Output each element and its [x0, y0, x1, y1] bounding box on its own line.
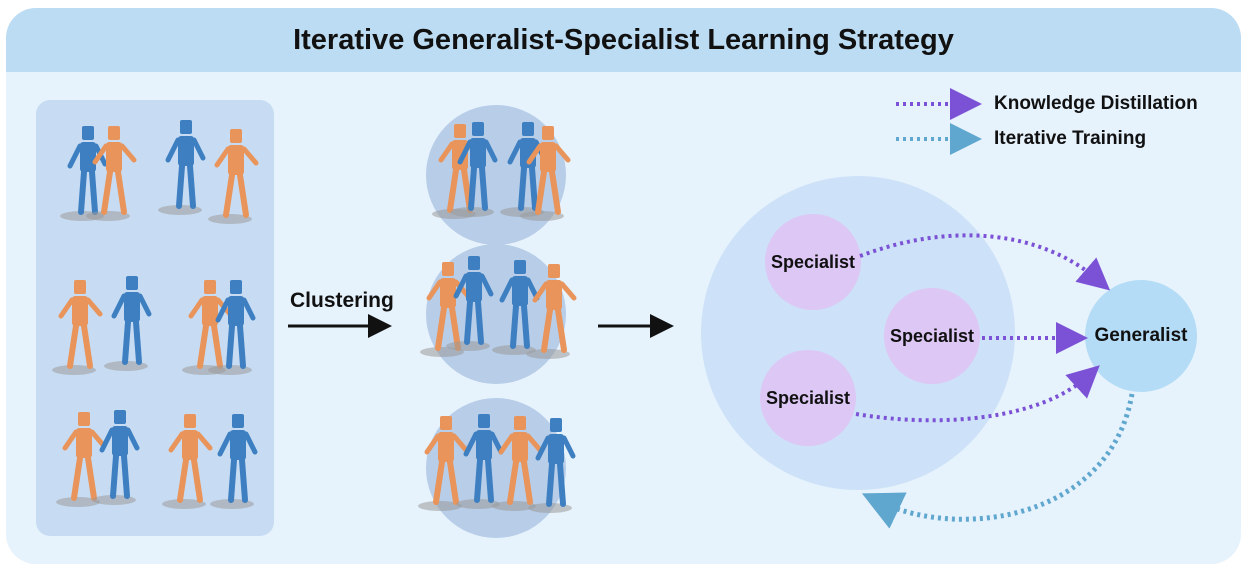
generalist-label: Generalist [1094, 325, 1188, 346]
legend-label-distillation: Knowledge Distillation [994, 93, 1198, 114]
distillation-arrow-1 [859, 233, 1111, 291]
specialist-node-2 [884, 288, 980, 384]
specialist-label-2: Specialist [889, 326, 975, 346]
diagram-title: Iterative Generalist-Specialist Learning… [293, 24, 954, 56]
clustering-label: Clustering [290, 289, 394, 312]
generalist-node [1085, 280, 1197, 392]
specialist-label-3: Specialist [765, 388, 851, 408]
specialist-node-3 [760, 350, 856, 446]
specialist-node-1 [765, 214, 861, 310]
specialist-label-1: Specialist [770, 252, 856, 272]
legend-label-iterative: Iterative Training [994, 128, 1147, 149]
legend [896, 88, 982, 155]
title-bar [6, 8, 1241, 72]
